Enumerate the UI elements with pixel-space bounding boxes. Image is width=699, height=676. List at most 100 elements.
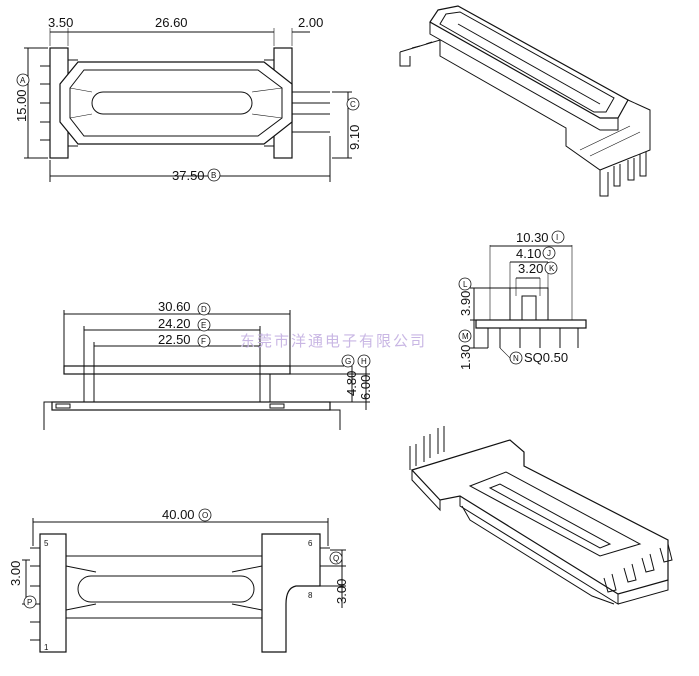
bottom-dim-pitch-right: 3.00 (334, 579, 349, 604)
iso-bottom-sides (411, 470, 669, 605)
end-w1-mark: I (556, 233, 558, 242)
bottom-total-mark: O (202, 511, 208, 520)
end-pins (487, 328, 579, 348)
top-right-pins (292, 91, 330, 133)
side-top-plate (63, 365, 291, 375)
bottom-total-mark-circle (198, 508, 212, 522)
iso-bottom-base (410, 439, 669, 595)
bottom-pin-1: 1 (44, 643, 49, 652)
iso-bottom-top-face (468, 471, 642, 557)
end-base (475, 319, 587, 329)
end-dim-w2: 4.10 (516, 246, 541, 261)
top-outer-body (59, 61, 293, 145)
top-pinspan-mark: C (350, 100, 356, 109)
end-dim-w1: 10.30 (516, 230, 549, 245)
end-pin-mark-circle (509, 351, 523, 365)
side-dim-d-line (63, 310, 291, 366)
side-dim-e-line (83, 326, 261, 374)
bottom-left-mark-circle (23, 595, 37, 609)
side-f-mark: F (201, 337, 206, 346)
bottom-chamfers (65, 565, 263, 611)
iso-view-top (399, 5, 651, 197)
side-dim-f: 22.50 (158, 332, 191, 347)
side-dim-h1: 4.80 (344, 371, 359, 396)
bottom-dim-total: 40.00 (162, 507, 195, 522)
side-right-post (259, 373, 271, 403)
end-dim-pin-sq: SQ0.50 (524, 350, 568, 365)
top-corner-lines (69, 87, 283, 119)
end-ext-lines (489, 245, 573, 320)
end-w3-mark: K (549, 264, 555, 273)
iso-bottom-lower (461, 505, 615, 605)
top-total-dim-line (49, 136, 331, 182)
end-height-lines (470, 287, 510, 349)
top-height-mark: A (20, 76, 26, 85)
bottom-left-mark: P (27, 598, 32, 607)
side-dim-d: 30.60 (158, 299, 191, 314)
iso-top-base (399, 39, 651, 171)
bottom-right-mark: Q (333, 554, 339, 563)
iso-top-slot (457, 23, 601, 105)
side-right-pad (269, 403, 285, 409)
end-h2-mark-circle (458, 329, 472, 343)
end-h1-mark-circle (458, 277, 472, 291)
top-total-mark-circle (207, 168, 221, 182)
bottom-right-pitch-line (330, 549, 346, 608)
company-watermark: 东莞市洋通电子有限公司 (240, 333, 427, 350)
end-dim-h2: 1.30 (458, 345, 473, 370)
side-e-mark: E (201, 321, 206, 330)
top-left-step (67, 48, 78, 158)
top-dim-height: 15.00 (14, 89, 29, 122)
end-h1-mark: L (463, 280, 468, 289)
side-left-post (83, 373, 95, 403)
bottom-pin-5: 5 (44, 539, 49, 548)
side-view: 30.60 D 24.20 E 22.50 F G H 4.80 6.00 (43, 299, 373, 430)
side-d-mark: D (201, 305, 207, 314)
bottom-right-mark-circle (329, 551, 343, 565)
end-w3-mark-circle (544, 261, 558, 275)
side-base-plate (51, 401, 331, 411)
end-w1-mark-circle (551, 230, 565, 244)
end-dim-w3: 3.20 (518, 261, 543, 276)
bottom-left-flange (39, 533, 67, 653)
iso-top-side (429, 22, 619, 131)
top-total-mark: B (211, 171, 216, 180)
bottom-right-pins (320, 547, 330, 587)
top-left-pins (40, 65, 50, 141)
top-ext-lines (49, 28, 293, 46)
iso-view-bottom (409, 426, 673, 605)
bottom-body-edges (66, 555, 262, 619)
iso-bottom-right-pins (603, 543, 673, 593)
iso-bottom-left-pins (409, 426, 445, 470)
end-dim-h1: 3.90 (458, 291, 473, 316)
side-g-mark-circle (341, 354, 355, 368)
end-pin-mark: N (513, 354, 519, 363)
top-height-dim-line (24, 47, 48, 159)
bottom-total-dim-line (32, 518, 329, 546)
top-dim-flange: 3.50 (48, 15, 73, 30)
top-height-mark-circle (16, 73, 30, 87)
bottom-right-flange (261, 533, 321, 653)
iso-top-inner (439, 11, 615, 113)
side-e-mark-circle (197, 318, 211, 332)
bottom-pin-8: 8 (308, 591, 313, 600)
top-dim-pin-pitch-end: 2.00 (298, 15, 323, 30)
iso-top-right-pins (599, 152, 647, 197)
bottom-dim-pitch-left: 3.00 (8, 561, 23, 586)
top-dim-core-length: 26.60 (155, 15, 188, 30)
side-d-mark-circle (197, 302, 211, 316)
bottom-left-pins (30, 547, 40, 641)
side-f-mark-circle (197, 334, 211, 348)
side-g-mark: G (345, 357, 351, 366)
top-dim-total-length: 37.50 (172, 168, 205, 183)
top-core-slot (91, 91, 253, 115)
end-core (521, 295, 537, 321)
side-h-mark-circle (357, 354, 371, 368)
side-left-pad (55, 403, 71, 409)
bottom-core-slot (77, 575, 255, 603)
end-h2-mark: M (462, 332, 469, 341)
top-inner-body (69, 69, 283, 137)
side-dim-e: 24.20 (158, 316, 191, 331)
top-dim-pin-span: 9.10 (347, 125, 362, 150)
